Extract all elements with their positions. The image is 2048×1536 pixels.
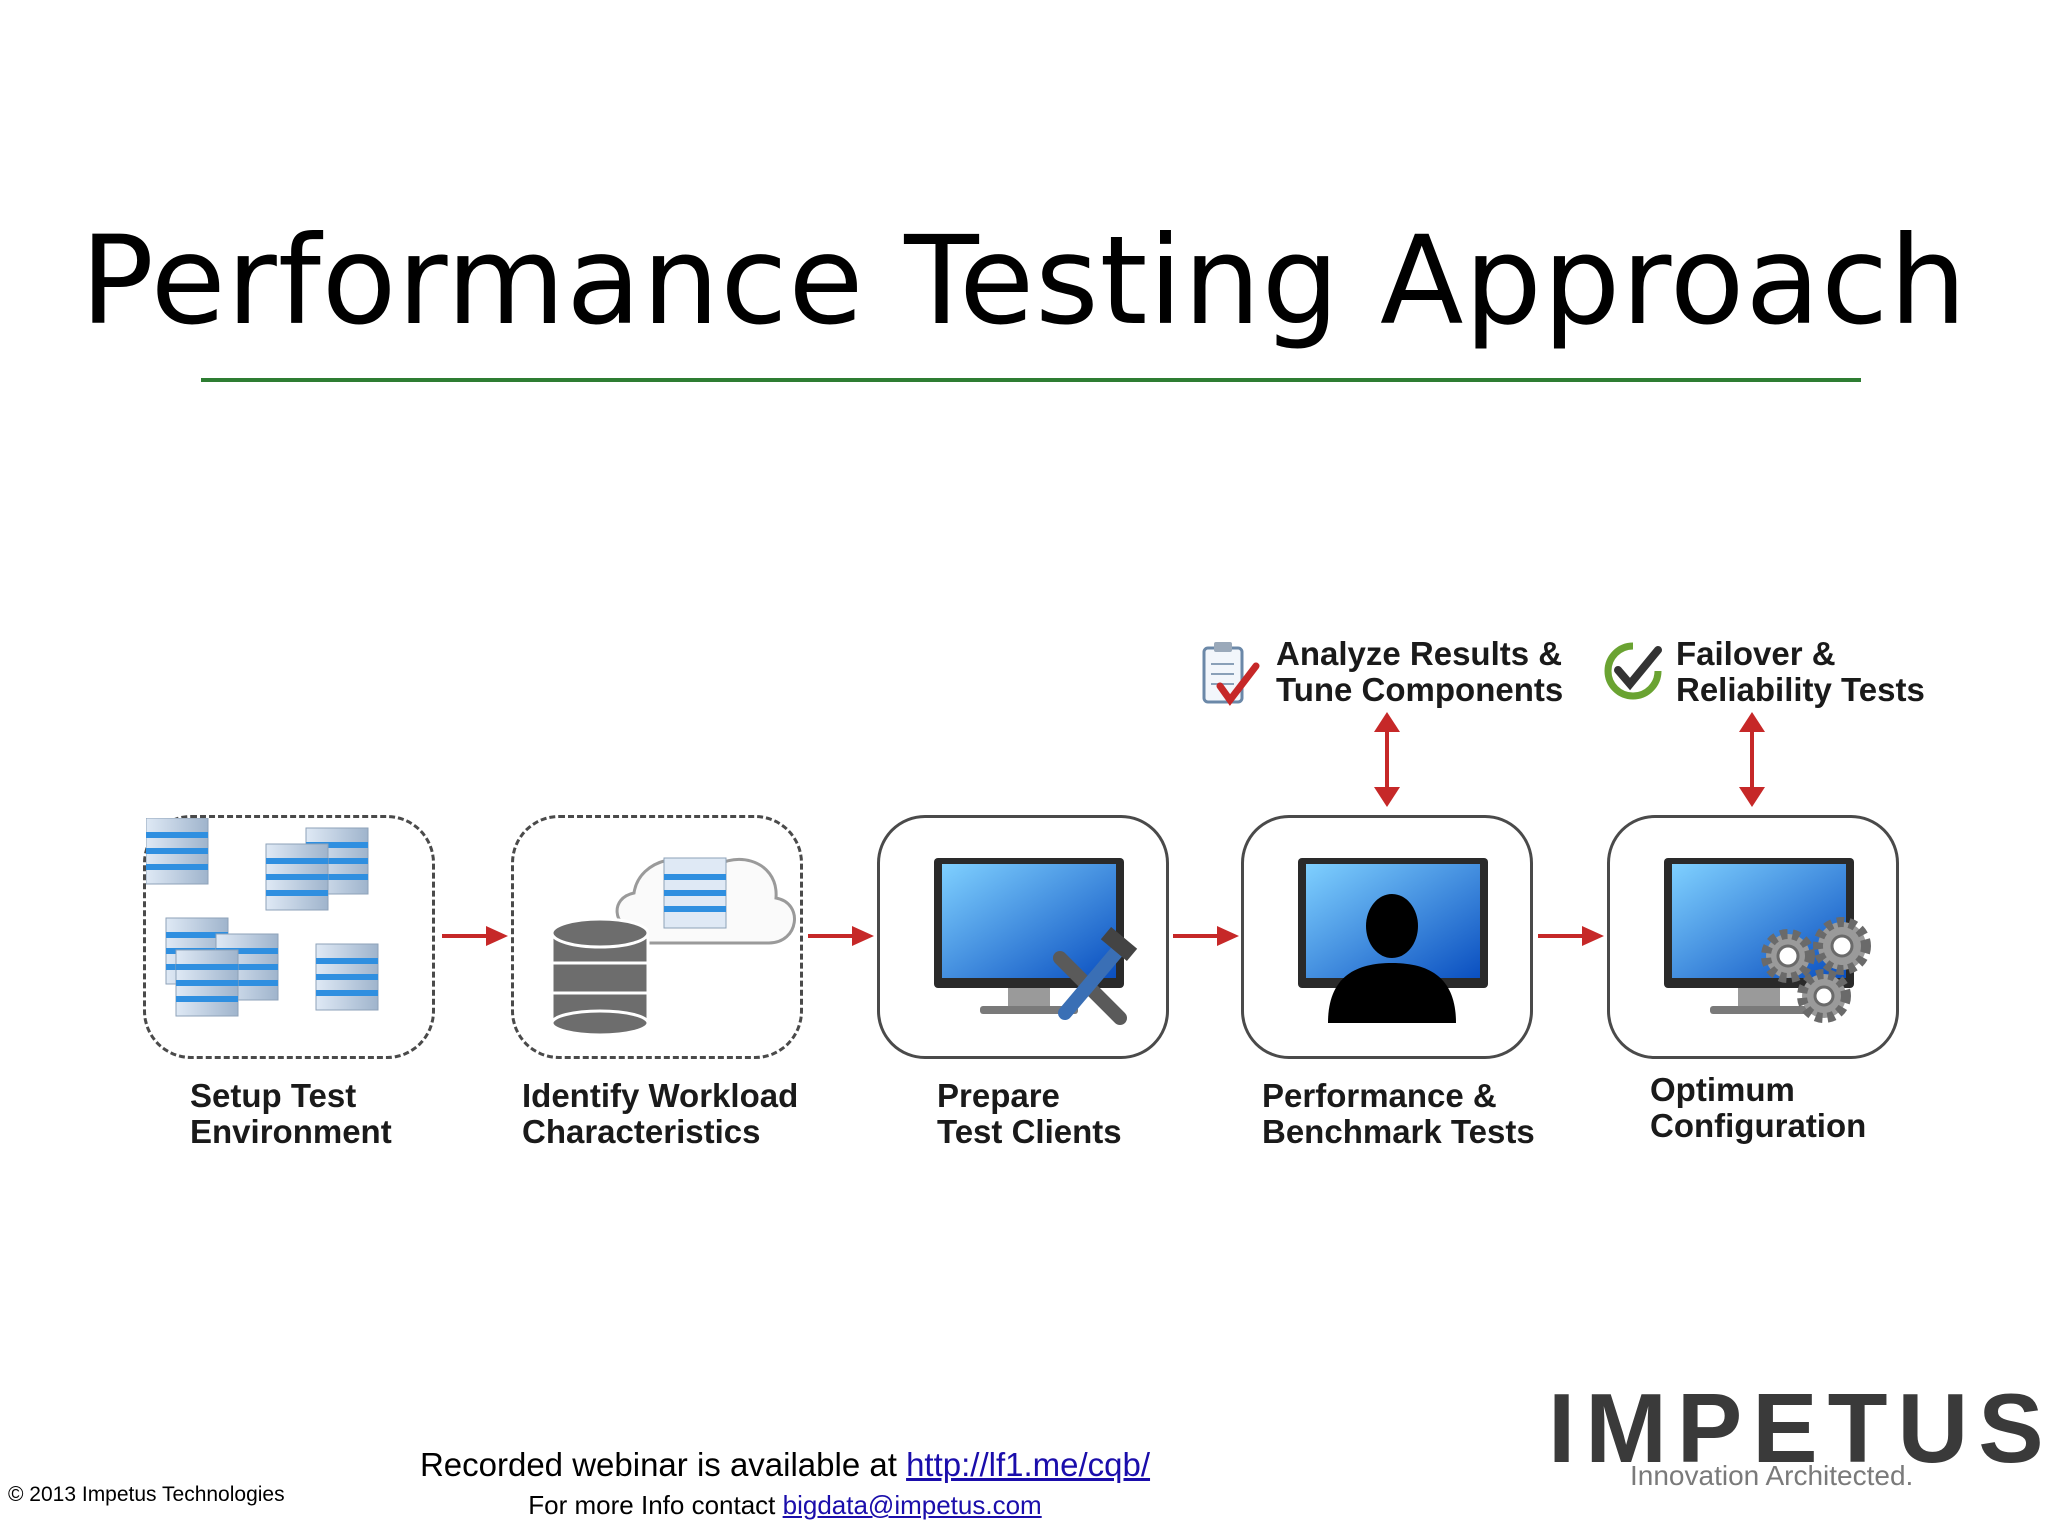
step-label-workload: Identify Workload Characteristics: [522, 1077, 799, 1150]
step-box-benchmark: [1241, 815, 1533, 1059]
flow-arrow-3: [1173, 924, 1239, 948]
webinar-text: Recorded webinar is available at: [419, 1446, 907, 1483]
webinar-link[interactable]: http://lf1.me/cqb/: [906, 1446, 1151, 1483]
server-cluster-icon: [146, 818, 379, 1017]
copyright-text: © 2013 Impetus Technologies: [8, 1483, 285, 1506]
database-cloud-icon: [550, 857, 796, 1037]
checklist-icon: [1198, 640, 1260, 713]
webinar-line: Recorded webinar is available at http://…: [0, 1446, 1570, 1484]
step-box-setup: [143, 815, 435, 1059]
contact-email-link[interactable]: bigdata@impetus.com: [782, 1490, 1042, 1520]
step-label-prepare: Prepare Test Clients: [937, 1077, 1122, 1150]
monitor-tools-icon: [934, 858, 1138, 1025]
top-label-failover: Failover & Reliability Tests: [1676, 635, 1925, 708]
flow-arrow-1: [442, 924, 508, 948]
company-logo: IMPETUS: [1548, 1373, 2048, 1483]
logo-tagline: Innovation Architected.: [1630, 1460, 1914, 1491]
monitor-user-icon: [1298, 858, 1488, 1023]
step-box-workload: [511, 815, 803, 1059]
page-title: Performance Testing Approach: [80, 210, 1968, 352]
step-box-prepare: [877, 815, 1169, 1059]
step-label-optimum: Optimum Configuration: [1650, 1071, 1867, 1144]
step-label-benchmark: Performance & Benchmark Tests: [1262, 1077, 1535, 1150]
double-arrow-failover: [1737, 712, 1767, 807]
monitor-gears-icon: [1664, 858, 1871, 1023]
flow-arrow-4: [1538, 924, 1604, 948]
contact-text: For more Info contact: [528, 1490, 783, 1520]
double-arrow-analyze: [1372, 712, 1402, 807]
step-label-setup: Setup Test Environment: [190, 1077, 392, 1150]
top-label-analyze: Analyze Results & Tune Components: [1276, 635, 1564, 708]
flow-arrow-2: [808, 924, 874, 948]
title-divider: [201, 378, 1861, 382]
step-box-optimum: [1607, 815, 1899, 1059]
green-check-icon: [1602, 640, 1664, 707]
contact-line: For more Info contact bigdata@impetus.co…: [0, 1490, 1570, 1521]
